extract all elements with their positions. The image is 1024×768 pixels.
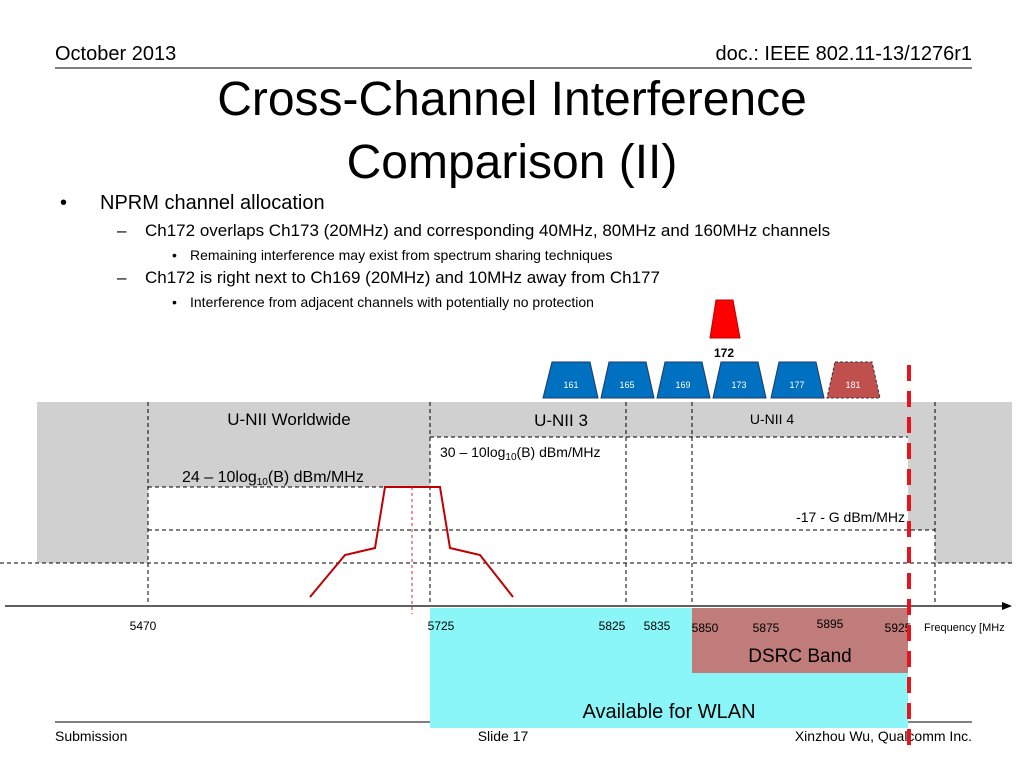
band-label-unii3: U-NII 3 [534,411,588,430]
bullet-item-1-text: Ch172 overlaps Ch173 (20MHz) and corresp… [145,221,831,240]
channel-165-label: 165 [619,380,635,390]
limit-label-unii4: -17 - G dBm/MHz [796,509,905,525]
sub-bullet-1-text: Remaining interference may exist from sp… [190,247,613,263]
allowed-area-unii3-4 [430,437,908,563]
limit-prefix: 30 – 10log [440,444,506,460]
channel-161-shape [542,361,599,399]
bullet-marker: • [60,192,68,214]
dsrc-region [692,608,908,673]
tick-label: 5835 [643,619,671,633]
channel-161-label: 161 [563,380,579,390]
axis-arrow-icon [1002,602,1012,610]
limit-suffix: (B) dBm/MHz [267,469,364,486]
footer-submission: Submission [55,728,128,744]
bullet-dash-marker: – [117,221,127,240]
channel-177-label: 177 [789,380,805,390]
band-boundaries [0,402,1012,605]
bullet-dash-marker: – [117,268,127,287]
limit-label-worldwide: 24 – 10log10(B) dBm/MHz [182,469,364,488]
sub-bullet-2-text: Interference from adjacent channels with… [190,294,594,310]
channel-172-label: 172 [713,346,735,360]
channel-172-shape [709,299,741,339]
sub-bullet-marker: • [172,294,177,310]
header-date: October 2013 [55,43,177,65]
band-label-unii4: U-NII 4 [749,411,795,427]
bullet-main-text: NPRM channel allocation [100,192,325,214]
tick-label: 5895 [816,617,844,631]
tick-label: 5470 [129,619,157,633]
channel-173-label: 173 [731,380,747,390]
channel-165-shape [600,361,655,399]
channel-169-label: 169 [675,380,691,390]
tick-label: 5825 [598,619,626,633]
sub-bullet-marker: • [172,247,177,263]
limit-prefix: 24 – 10log [182,469,257,486]
bullet-item-2-text: Ch172 is right next to Ch169 (20MHz) and… [145,268,660,287]
tick-label: 5875 [752,621,780,635]
limit-subscript: 10 [505,452,517,463]
dsrc-band-label: DSRC Band [748,646,852,667]
limit-suffix: (B) dBm/MHz [516,444,601,460]
tick-label: 5925 [884,621,912,635]
band-label-worldwide: U-NII Worldwide [227,410,351,429]
limit-label-unii3: 30 – 10log10(B) dBm/MHz [440,444,601,463]
tick-label: 5725 [427,619,455,633]
channel-177-shape [770,361,825,399]
channel-181-label: 181 [845,380,861,390]
footer-author: Xinzhou Wu, Qualcomm Inc. [794,728,972,744]
tick-label: 5850 [691,621,719,635]
channel-169-shape [656,361,711,399]
axis-label: Frequency [MHz [924,622,1005,634]
allowed-area-edge [908,530,935,563]
limit-subscript: 10 [256,477,268,488]
channel-173-shape [712,361,767,399]
footer-slide-number: Slide 17 [477,728,529,744]
header-doc-id: doc.: IEEE 802.11-13/1276r1 [715,43,972,65]
slide-title-line2: Comparison (II) [346,136,678,189]
wlan-region-label: Available for WLAN [582,701,756,723]
channel-181-shape [826,361,881,399]
slide-title-line1: Cross-Channel Interference [217,73,807,126]
